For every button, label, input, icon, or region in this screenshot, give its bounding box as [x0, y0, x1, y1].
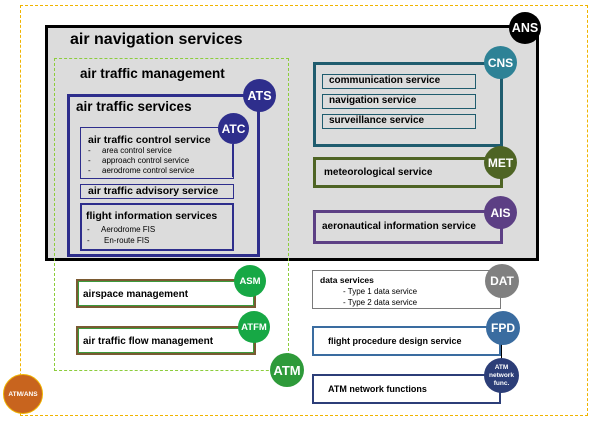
- dash: -: [88, 146, 91, 155]
- network-functions-badge-label: ATM network func.: [489, 363, 514, 387]
- met-box: meteorological service: [313, 157, 503, 188]
- cns-badge-label: CNS: [487, 55, 514, 70]
- dat-badge-label: DAT: [490, 274, 514, 288]
- fis-item-label: Aerodrome FIS: [101, 225, 156, 234]
- atfm-label: air traffic flow management: [83, 336, 214, 347]
- ats-badge-label: ATS: [247, 88, 272, 103]
- atc-item-label: aerodrome control service: [102, 166, 195, 175]
- atc-item: - approach control service: [88, 156, 189, 165]
- network-functions-label: ATM network functions: [328, 384, 427, 394]
- atfm-badge-label: ATFM: [241, 321, 267, 333]
- network-functions-box: ATM network functions: [312, 374, 501, 404]
- fpd-network-connector: [501, 340, 502, 366]
- ais-badge-label: AIS: [490, 205, 511, 220]
- cns-item-surveillance: surveillance service: [322, 114, 476, 129]
- dat-item: - Type 1 data service: [343, 287, 418, 296]
- atm-badge-label: ATM: [273, 362, 301, 378]
- met-badge-label: MET: [487, 155, 514, 170]
- ats-badge[interactable]: ATS: [243, 79, 276, 112]
- atm-badge[interactable]: ATM: [270, 353, 304, 387]
- dash: -: [87, 236, 90, 245]
- fis-item: - Aerodrome FIS: [87, 225, 155, 234]
- atm-ans-badge-label: ATM/ANS: [8, 390, 38, 398]
- fpd-box: flight procedure design service: [312, 326, 501, 356]
- advisory-box: air traffic advisory service: [80, 184, 234, 199]
- fis-title: flight information services: [86, 210, 218, 222]
- ais-box: aeronautical information service: [313, 210, 503, 244]
- atc-item-label: approach control service: [102, 156, 190, 165]
- ais-badge[interactable]: AIS: [484, 196, 517, 229]
- cns-item-navigation: navigation service: [322, 94, 476, 109]
- atc-item: - aerodrome control service: [88, 166, 194, 175]
- network-functions-badge[interactable]: ATM network func.: [484, 358, 519, 393]
- asm-label: airspace management: [83, 289, 189, 300]
- dash: -: [88, 166, 91, 175]
- fis-item: - En-route FIS: [87, 236, 149, 245]
- fis-box: flight information services - Aerodrome F…: [80, 203, 234, 251]
- cns-container: [313, 62, 503, 147]
- dat-title: data services: [320, 275, 374, 285]
- ats-title: air traffic services: [76, 99, 192, 114]
- cns-badge[interactable]: CNS: [484, 46, 517, 79]
- fis-item-label: En-route FIS: [104, 236, 150, 245]
- fpd-badge-label: FPD: [491, 321, 515, 335]
- atfm-box: air traffic flow management: [76, 326, 256, 355]
- atm-container: [54, 58, 289, 371]
- atm-ans-badge[interactable]: ATM/ANS: [3, 374, 43, 414]
- atc-badge[interactable]: ATC: [218, 113, 249, 144]
- atc-connector: [232, 144, 234, 177]
- asm-box: airspace management: [76, 279, 256, 308]
- asm-badge-label: ASM: [239, 275, 261, 287]
- ats-container: [67, 94, 260, 257]
- atc-title: air traffic control service: [88, 134, 211, 146]
- met-label: meteorological service: [324, 167, 433, 178]
- atfm-badge[interactable]: ATFM: [238, 311, 270, 343]
- ans-title: air navigation services: [70, 31, 243, 48]
- fpd-badge[interactable]: FPD: [486, 311, 520, 345]
- dash: -: [88, 156, 91, 165]
- atc-item-label: area control service: [102, 146, 172, 155]
- atm-ans-scope-boundary: [20, 5, 588, 416]
- ais-label: aeronautical information service: [322, 221, 476, 232]
- dat-box: data services - Type 1 data service - Ty…: [312, 270, 501, 309]
- met-badge[interactable]: MET: [484, 146, 517, 179]
- asm-badge[interactable]: ASM: [234, 265, 266, 297]
- fpd-label: flight procedure design service: [328, 336, 462, 346]
- dat-item: - Type 2 data service: [343, 298, 418, 307]
- dash: -: [87, 225, 90, 234]
- atc-box: air traffic control service - area contro…: [80, 127, 234, 179]
- dat-badge[interactable]: DAT: [485, 264, 519, 298]
- cns-item-communication: communication service: [322, 74, 476, 89]
- advisory-title: air traffic advisory service: [88, 185, 219, 197]
- atc-badge-label: ATC: [221, 121, 246, 136]
- ans-badge[interactable]: ANS: [509, 12, 541, 44]
- ans-badge-label: ANS: [511, 21, 539, 35]
- atc-item: - area control service: [88, 146, 172, 155]
- atm-title: air traffic management: [80, 66, 225, 81]
